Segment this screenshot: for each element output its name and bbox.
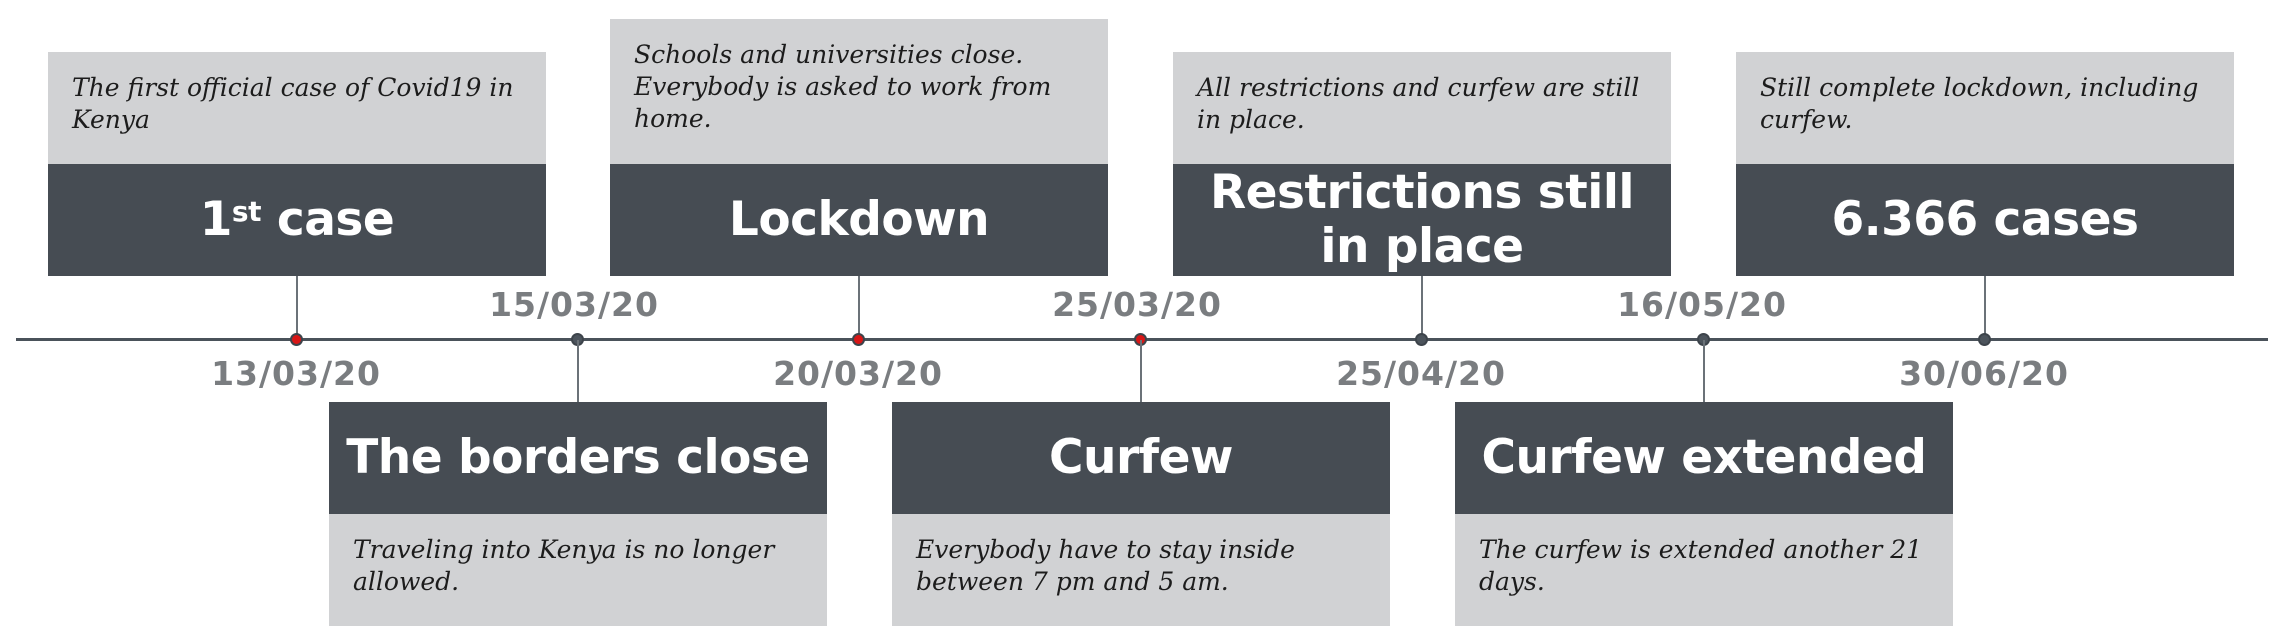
event-6-date: 16/05/20 [1617,285,1787,324]
event-2-connector [577,340,579,402]
event-1-connector [296,276,298,340]
event-7-connector [1984,276,1986,340]
event-7-marker [1978,333,1991,346]
event-4-title: Curfew [892,402,1390,514]
event-4-description: Everybody have to stay inside between 7 … [892,514,1390,626]
event-2-title: The borders close [329,402,827,514]
event-1-date: 13/03/20 [211,354,381,393]
event-1-marker [290,333,303,346]
event-5-title: Restrictions still in place [1173,164,1671,276]
event-7-title: 6.366 cases [1736,164,2234,276]
event-3-date: 20/03/20 [773,354,943,393]
event-3-marker [852,333,865,346]
event-1-title-rest: case [260,192,395,247]
event-5-date: 25/04/20 [1336,354,1506,393]
event-2-date: 15/03/20 [489,285,659,324]
event-7-date: 30/06/20 [1899,354,2069,393]
event-6-description: The curfew is extended another 21 days. [1455,514,1953,626]
event-1-title-main: 1 [199,192,233,247]
event-6-connector [1703,340,1705,402]
event-7-description: Still complete lockdown, including curfe… [1736,52,2234,164]
event-3-title: Lockdown [610,164,1108,276]
event-3-connector [858,276,860,340]
event-5-connector [1421,276,1423,340]
event-3-description: Schools and universities close. Everybod… [610,19,1108,164]
event-4-connector [1140,340,1142,402]
event-1-description: The first official case of Covid19 in Ke… [48,52,546,164]
event-5-description: All restrictions and curfew are still in… [1173,52,1671,164]
event-6-title: Curfew extended [1455,402,1953,514]
event-5-marker [1415,333,1428,346]
event-4-date: 25/03/20 [1052,285,1222,324]
event-2-description: Traveling into Kenya is no longer allowe… [329,514,827,626]
